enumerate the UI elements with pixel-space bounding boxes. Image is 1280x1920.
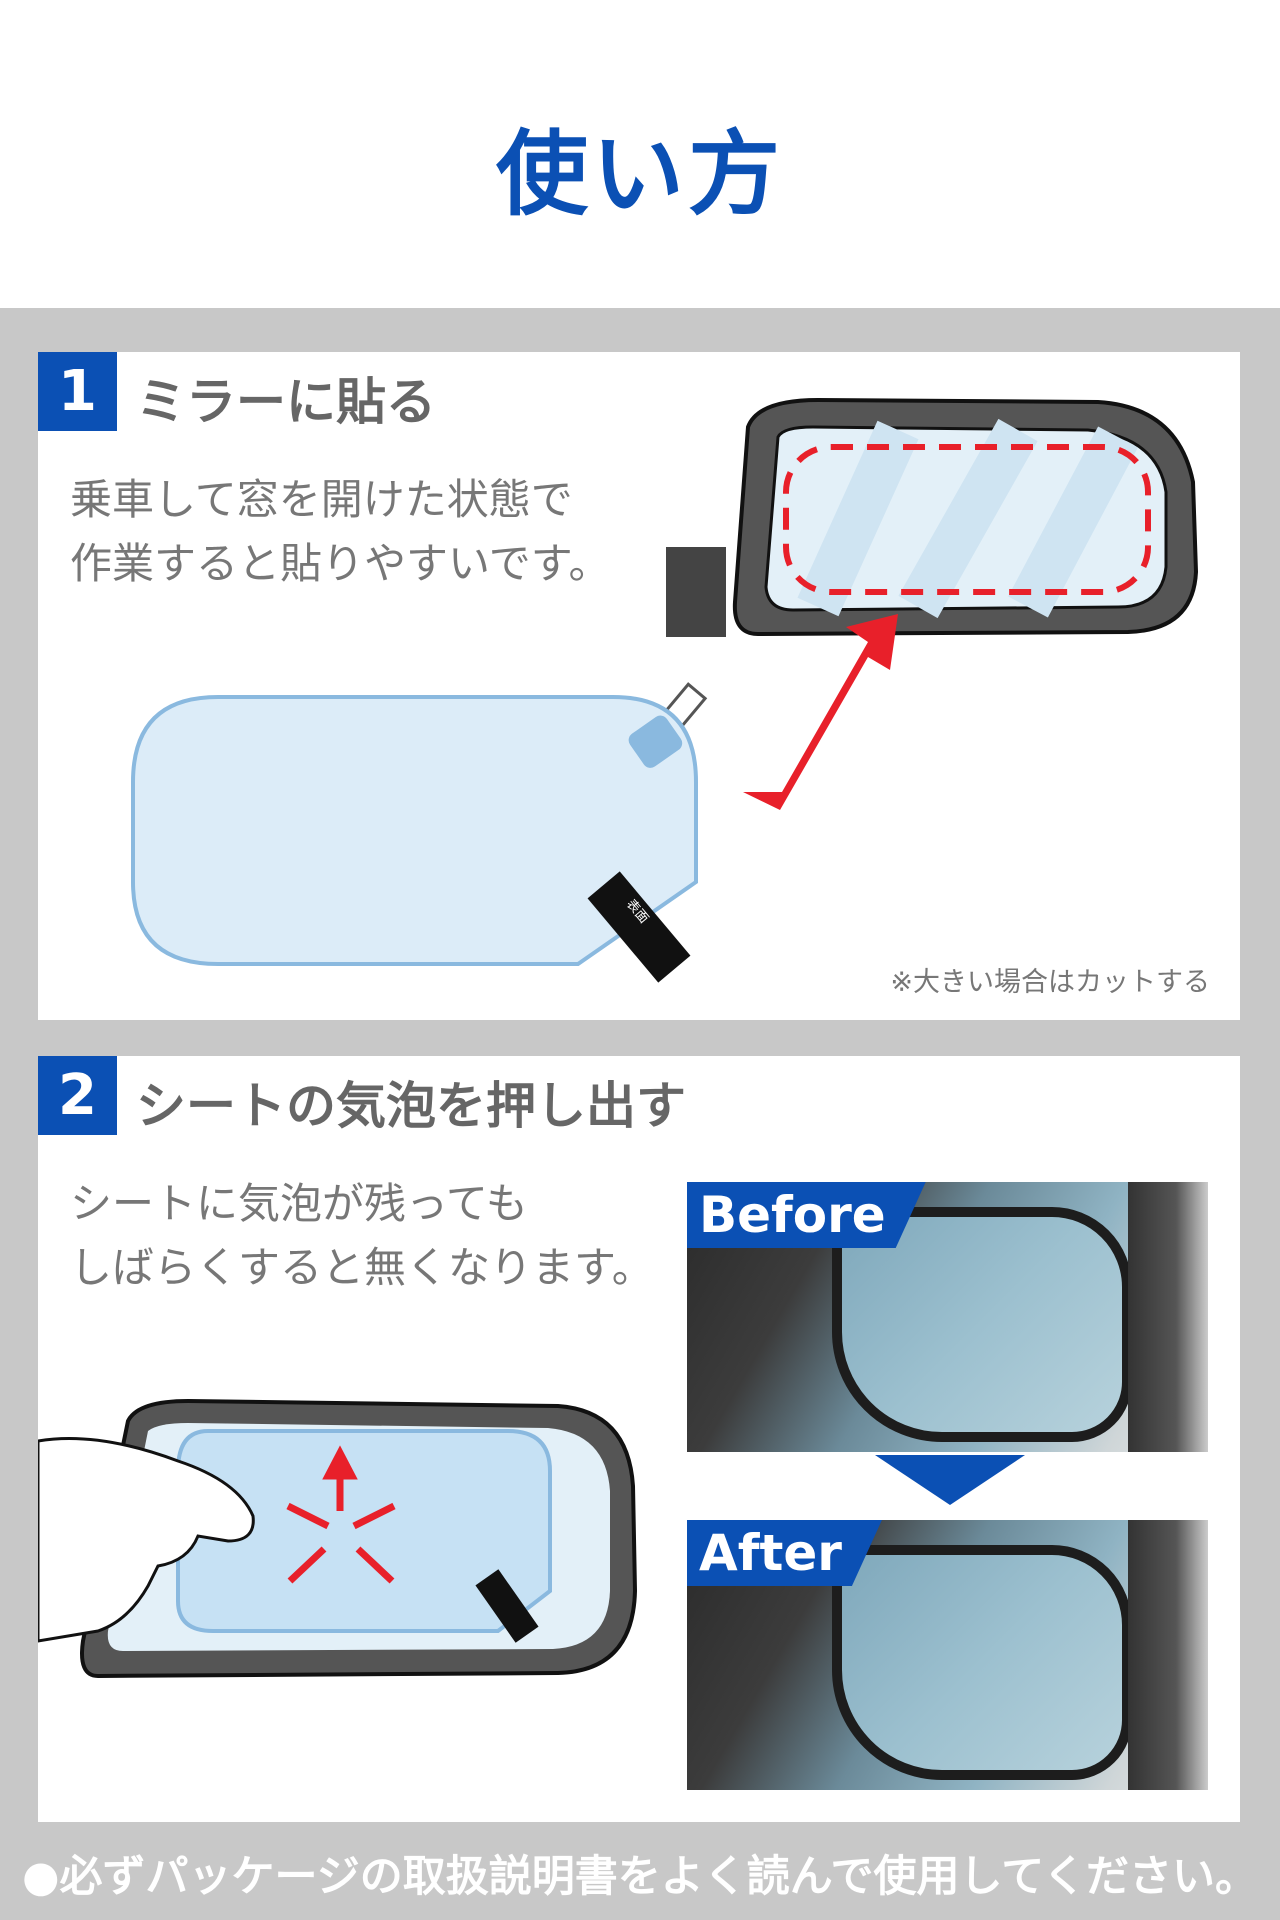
step-2-panel: 2 シートの気泡を押し出す シートに気泡が残っても しばらくすると無くなります。…	[38, 1056, 1240, 1822]
after-label: After	[687, 1520, 882, 1586]
description-line: しばらくすると無くなります。	[70, 1243, 654, 1292]
protective-sheet-icon: 表面	[131, 682, 708, 983]
side-mirror-icon	[666, 397, 1199, 637]
before-photo: Before	[687, 1182, 1208, 1452]
red-arrow-icon	[743, 614, 898, 810]
footer-caution: ●必ずパッケージの取扱説明書をよく読んで使用してください。	[22, 1852, 1258, 1902]
after-photo: After	[687, 1520, 1208, 1790]
hand-icon	[38, 1437, 255, 1643]
cut-note: ※大きい場合はカットする	[890, 967, 1210, 998]
bubble-press-illustration	[38, 1398, 638, 1679]
down-arrow-icon	[875, 1455, 1025, 1505]
step-heading: シートの気泡を押し出す	[136, 1077, 686, 1135]
step-heading: ミラーに貼る	[136, 373, 436, 431]
step-description: シートに気泡が残っても しばらくすると無くなります。	[70, 1172, 654, 1300]
step-description: 乗車して窓を開けた状態で 作業すると貼りやすいです。	[70, 468, 611, 596]
mirror-apply-illustration: 表面	[131, 397, 1199, 983]
description-line: 乗車して窓を開けた状態で	[70, 475, 573, 524]
step-1-panel: 1 ミラーに貼る 乗車して窓を開けた状態で 作業すると貼りやすいです。 表面 ※…	[38, 352, 1240, 1020]
page-title: 使い方	[495, 121, 784, 228]
description-line: 作業すると貼りやすいです。	[70, 539, 611, 588]
description-line: シートに気泡が残っても	[70, 1179, 528, 1228]
step-number-badge: 1	[38, 352, 117, 431]
step-number-badge: 2	[38, 1056, 117, 1135]
push-arrows-icon	[286, 1445, 396, 1584]
before-label: Before	[687, 1182, 926, 1248]
